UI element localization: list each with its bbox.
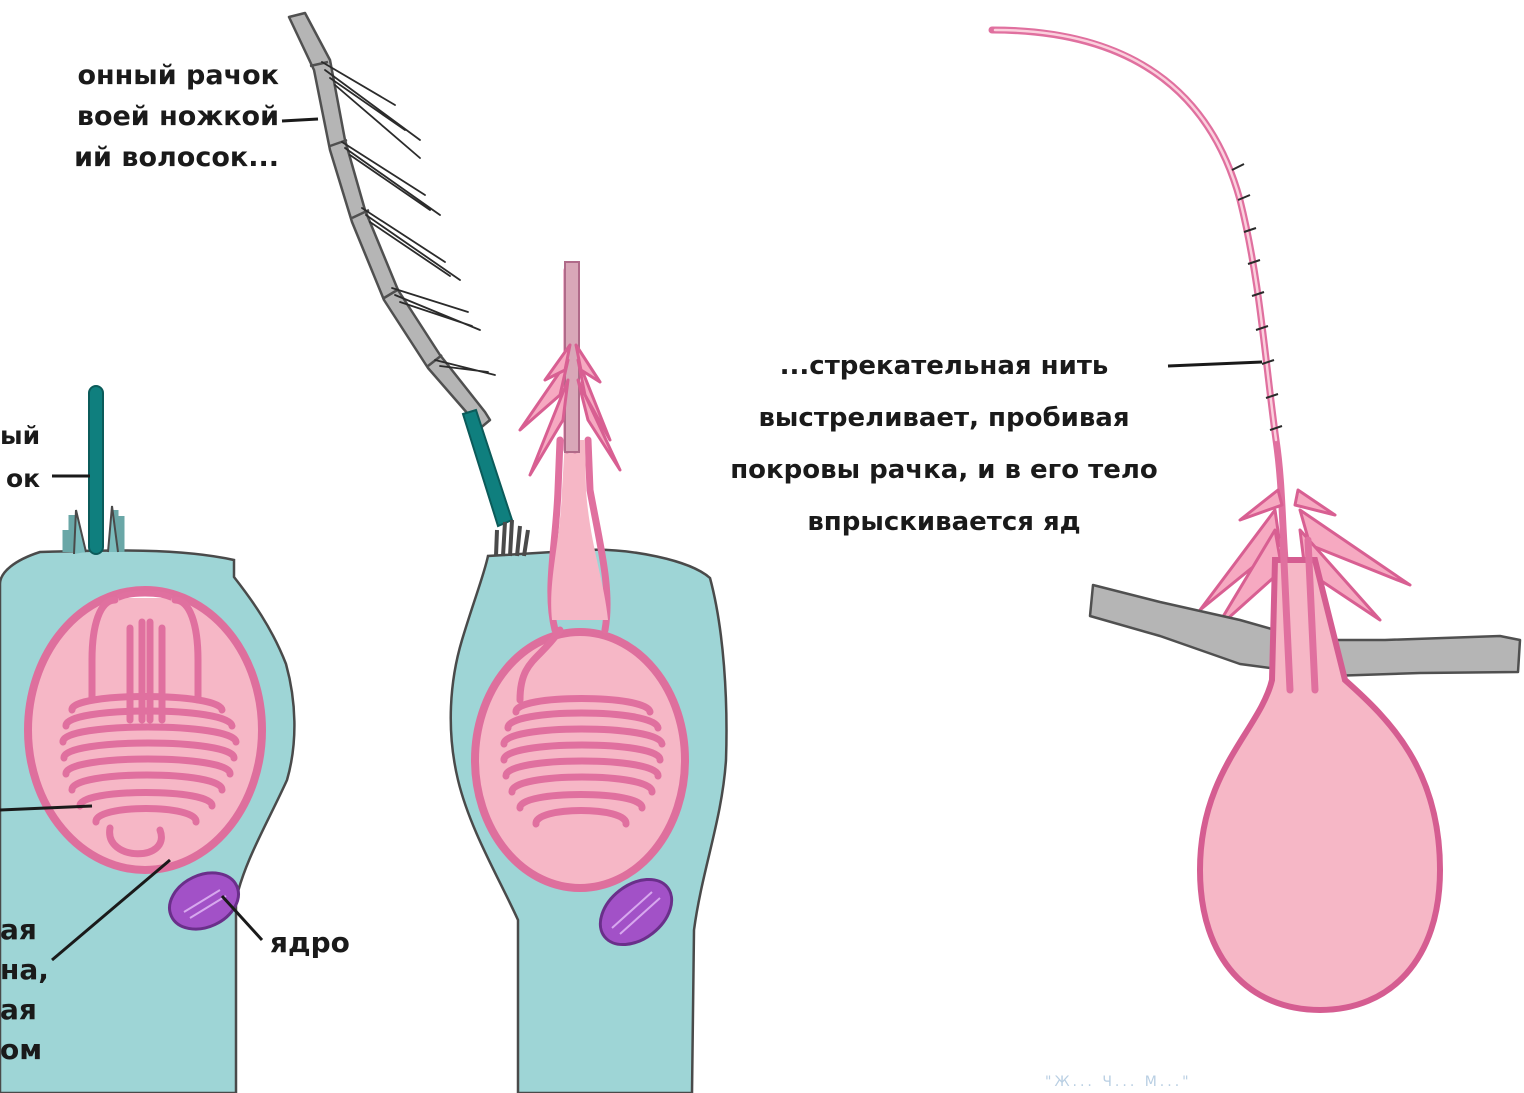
label-thread-line-1: ...стрекательная нить xyxy=(640,340,1248,392)
cnidocil-hair xyxy=(89,386,103,554)
label-thread: ...стрекательная нить выстреливает, проб… xyxy=(640,340,1248,548)
label-capsule-line-4: ом xyxy=(0,1030,49,1070)
capsule-lid xyxy=(118,594,172,599)
label-hair-line-2: ок xyxy=(0,457,40,500)
label-crustacean-line-3: ий волосок... xyxy=(74,137,279,178)
label-crustacean-line-2: воей ножкой xyxy=(74,96,279,137)
label-thread-line-4: впрыскивается яд xyxy=(640,496,1248,548)
label-capsule: ая на, ая ом xyxy=(0,910,49,1070)
label-crustacean-line-1: онный рачок xyxy=(74,55,279,96)
label-hair: ый ок xyxy=(0,414,40,500)
label-thread-line-2: выстреливает, пробивая xyxy=(640,392,1248,444)
label-nucleus: ядро xyxy=(270,916,350,970)
label-crustacean: онный рачок воей ножкой ий волосок... xyxy=(74,55,279,178)
watermark: "Ж... Ч... М..." xyxy=(1045,1074,1192,1090)
label-capsule-line-3: ая xyxy=(0,990,49,1030)
cnidocil-triggered xyxy=(463,410,512,526)
label-capsule-line-1: ая xyxy=(0,910,49,950)
leader-leg xyxy=(282,119,318,121)
label-capsule-line-2: на, xyxy=(0,950,49,990)
label-thread-line-3: покровы рачка, и в его тело xyxy=(640,444,1248,496)
label-hair-line-1: ый xyxy=(0,414,40,457)
leg-segments xyxy=(289,13,490,430)
crustacean-leg xyxy=(289,13,512,526)
